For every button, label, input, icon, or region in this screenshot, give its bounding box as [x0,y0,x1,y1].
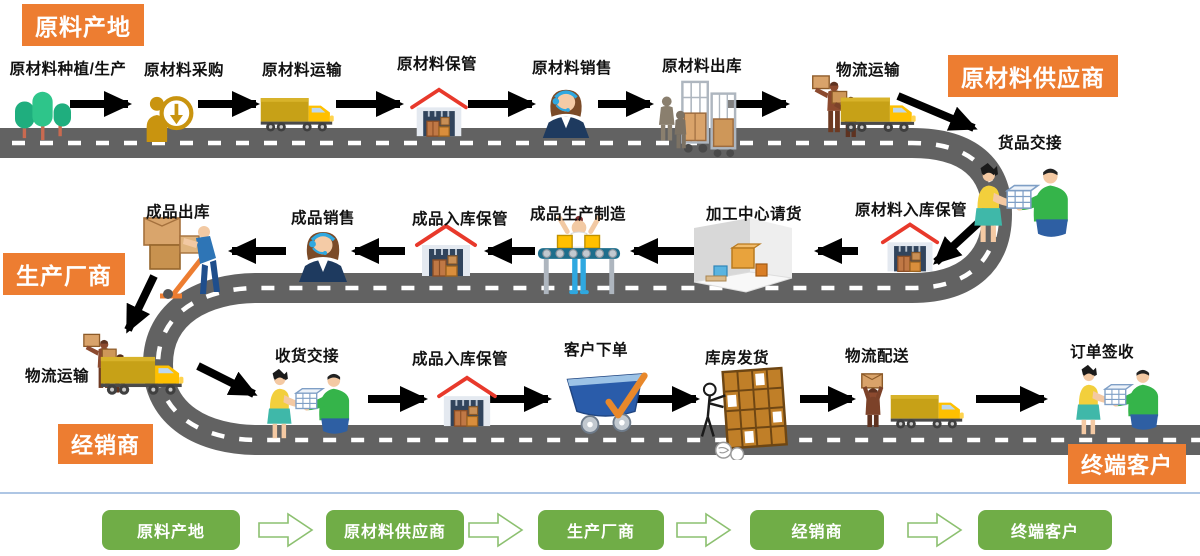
chevron-right-icon [676,512,732,548]
stage-label-raw-inbound: 原材料入库保管 [854,202,968,219]
stage-label-transport: 原材料运输 [261,62,343,79]
order-cart-icon [560,364,650,440]
stage-label-procurement: 原材料采购 [143,62,225,79]
stage-label-manufacturing: 成品生产制造 [529,206,627,223]
warehouse-icon [880,220,940,274]
handover-icon [960,150,1075,256]
buyer-clock-icon [142,88,196,142]
region-label-distributor: 经销商 [58,424,154,464]
warehouse-icon [414,222,478,278]
stage-label-logistics-top: 物流运输 [835,62,901,79]
handover-icon [1062,364,1166,436]
truck-icon [260,94,336,134]
summary-step-manufacturer: 生产厂商 [538,510,664,550]
stage-label-finished-out: 成品出库 [145,204,211,221]
stage-label-finished-sales: 成品销售 [290,210,356,227]
summary-step-supplier: 原材料供应商 [326,510,464,550]
chevron-right-icon [907,512,963,548]
summary-step-label: 生产厂商 [566,524,635,541]
truck-icon [890,392,966,430]
courier-icon [856,372,890,428]
stage-label-sales: 原材料销售 [531,60,613,77]
truck-icon [840,94,918,134]
stage-label-dispatch: 库房发货 [704,350,770,367]
stage-label-planting: 原材料种植/生产 [9,61,127,78]
stage-label-receiving: 收货交接 [274,348,340,365]
stage-label-order-signing: 订单签收 [1069,344,1135,361]
summary-step-label: 经销商 [791,524,843,541]
stage-label-processing: 加工中心请货 [705,206,803,223]
stage-label-customer-order: 客户下单 [563,342,629,359]
summary-step-label: 终端客户 [1010,524,1079,541]
summary-step-end-customer: 终端客户 [978,510,1112,550]
chevron-right-icon [468,512,524,548]
shelf-dispatch-icon [694,364,800,460]
warehouse-icon [408,86,470,138]
region-label-origin: 原料产地 [22,4,144,46]
region-label-end-customer: 终端客户 [1068,444,1187,484]
sales-agent-icon [534,82,598,138]
stage-label-goods-handoff: 货品交接 [997,135,1063,152]
stage-label-logistics-left: 物流运输 [24,368,90,385]
stage-label-storage: 原材料保管 [396,56,478,73]
handover-icon [252,368,358,440]
truck-icon [100,354,186,396]
summary-step-distributor: 经销商 [750,510,884,550]
handtruck-worker-icon [138,214,234,300]
cage-carts-icon [652,78,744,160]
region-label-supplier: 原材料供应商 [948,55,1118,97]
stage-label-delivery: 物流配送 [844,348,910,365]
trees-icon [12,86,74,142]
warehouse-icon [436,374,498,428]
region-label-manufacturer: 生产厂商 [3,253,125,295]
sales-agent-icon [292,224,354,282]
stage-label-outbound: 原材料出库 [661,58,743,75]
stage-label-dist-storage: 成品入库保管 [411,351,509,368]
stage-label-finished-store: 成品入库保管 [411,211,509,228]
chevron-right-icon [258,512,314,548]
summary-step-label: 原材料供应商 [343,524,446,541]
separator-line [0,492,1200,494]
summary-step-origin: 原料产地 [102,510,240,550]
summary-step-label: 原料产地 [136,524,205,541]
processing-center-icon [686,214,798,296]
conveyor-worker-icon [534,212,624,298]
